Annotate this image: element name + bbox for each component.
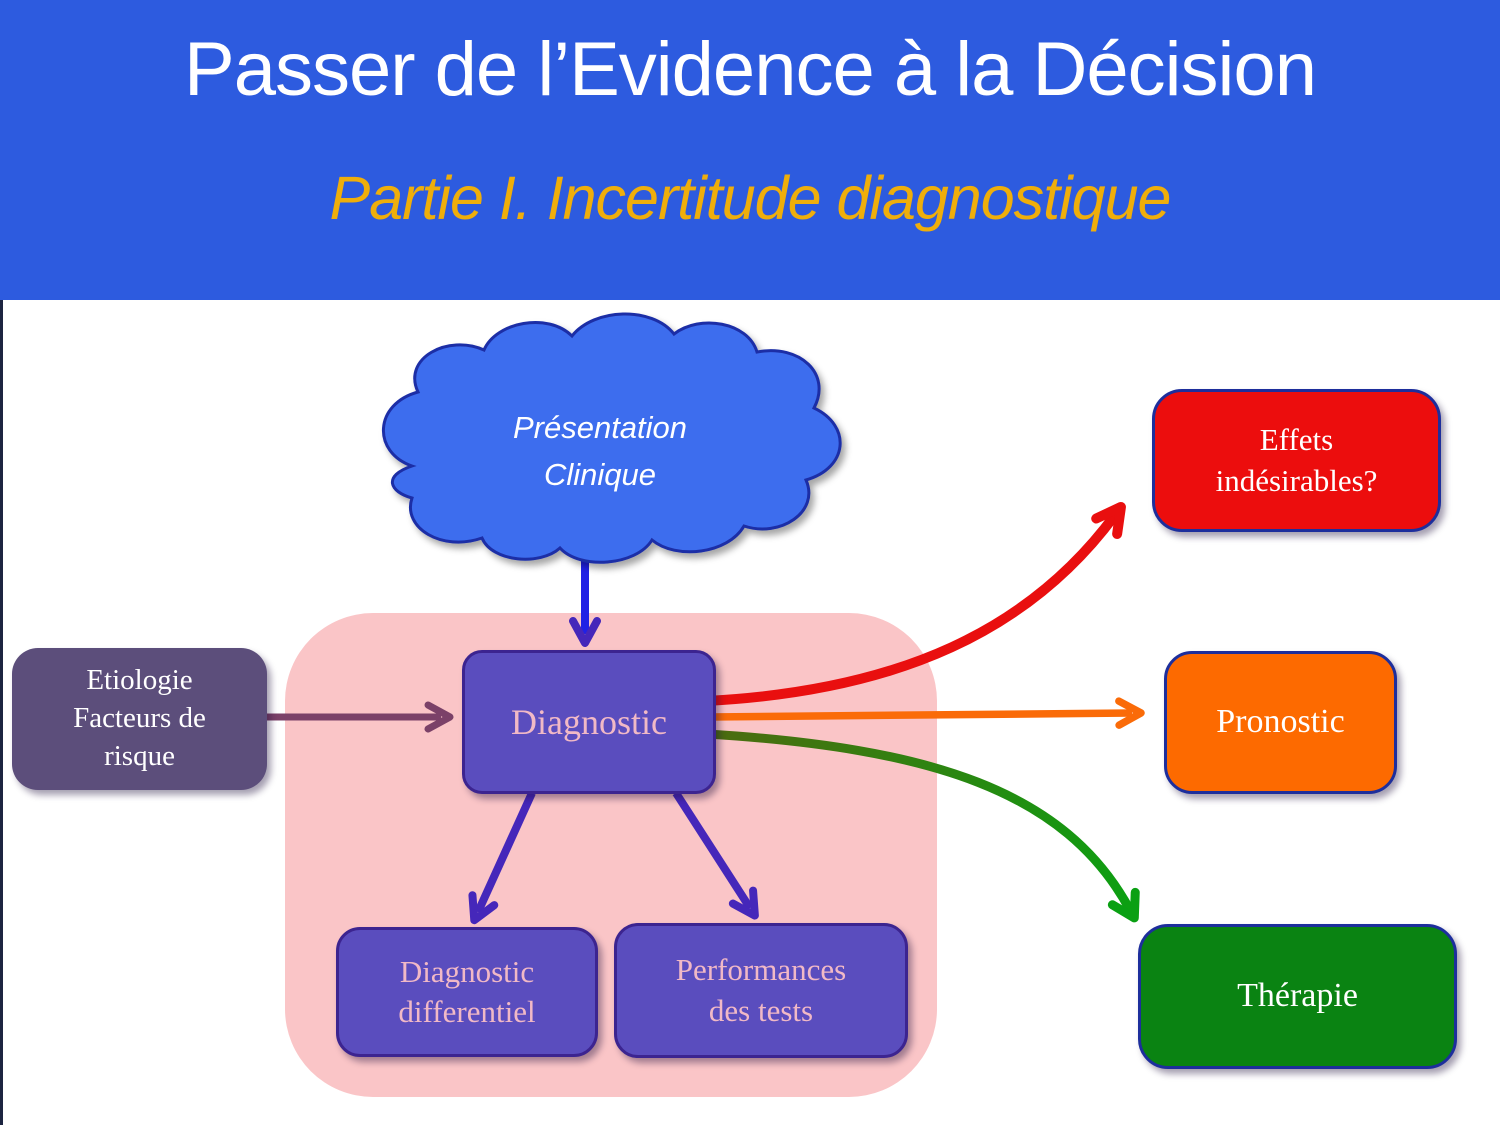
cloud-shape bbox=[382, 312, 842, 564]
curve-diagnostic-to-pronostic bbox=[707, 697, 1145, 729]
node-therapie: Thérapie bbox=[1138, 924, 1457, 1069]
node-diagnostic: Diagnostic bbox=[462, 650, 716, 794]
arrow-diagnostic-to-differentiel bbox=[468, 791, 536, 925]
node-diagnostic-differentiel: Diagnostic differentiel bbox=[336, 927, 598, 1057]
node-performances-tests: Performances des tests bbox=[614, 923, 908, 1058]
header-banner: Passer de l’Evidence à la Décision Parti… bbox=[0, 0, 1500, 300]
node-pronostic: Pronostic bbox=[1164, 651, 1397, 794]
node-effets-indesirables: Effets indésirables? bbox=[1152, 389, 1441, 532]
curve-diagnostic-to-effets bbox=[705, 501, 1126, 706]
node-cloud-label: Présentation Clinique bbox=[512, 410, 688, 492]
left-border-line bbox=[0, 300, 3, 1125]
slide-title: Passer de l’Evidence à la Décision bbox=[184, 27, 1317, 112]
slide-subtitle: Partie I. Incertitude diagnostique bbox=[329, 164, 1172, 232]
node-etiologie: Etiologie Facteurs de risque bbox=[12, 648, 267, 790]
curve-diagnostic-to-therapie bbox=[707, 729, 1140, 923]
arrow-diagnostic-to-performances bbox=[672, 790, 759, 920]
